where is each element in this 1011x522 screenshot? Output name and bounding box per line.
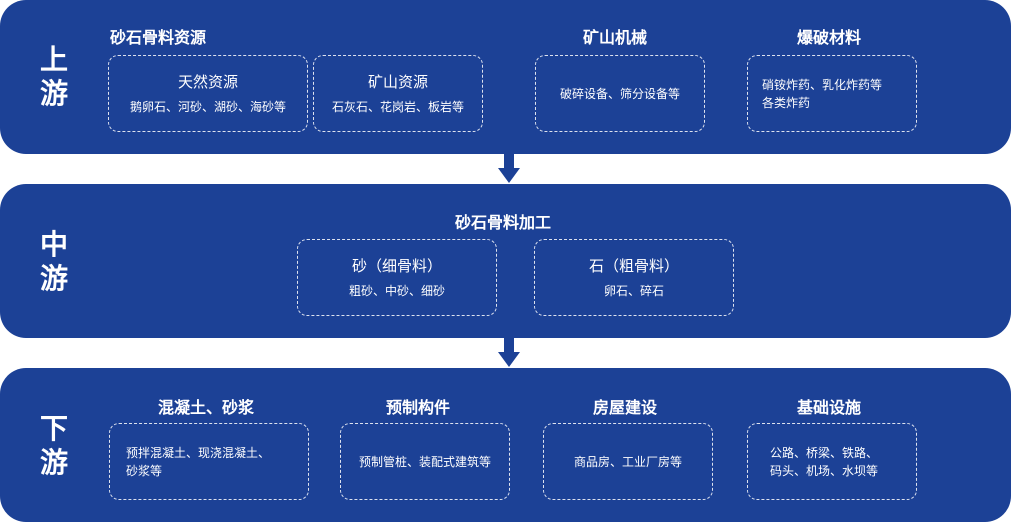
box-text: 预制管桩、装配式建筑等 xyxy=(358,454,491,469)
upstream-heading-aggregate-resources: 砂石骨料资源 xyxy=(110,28,207,47)
box-text: 卵石、碎石 xyxy=(603,283,664,298)
box-text: 硝铵炸药、乳化炸药等 xyxy=(762,77,883,92)
upstream-stage-label: 上 游 xyxy=(32,43,76,111)
upstream-box-mining-machinery: 破碎设备、筛分设备等 xyxy=(535,55,705,132)
upstream-heading-mining-machinery: 矿山机械 xyxy=(583,28,648,47)
box-text: 砂浆等 xyxy=(126,463,163,478)
midstream-heading-processing: 砂石骨料加工 xyxy=(455,213,552,232)
box-text: 鹅卵石、河砂、湖砂、海砂等 xyxy=(129,99,286,114)
box-title: 砂（细骨料） xyxy=(351,256,442,275)
box-text: 各类炸药 xyxy=(762,95,811,110)
downstream-box-concrete-mortar: 预拌混凝土、现浇混凝土、 砂浆等 xyxy=(109,423,309,500)
box-text: 粗砂、中砂、细砂 xyxy=(348,283,445,298)
downstream-box-building-construction: 商品房、工业厂房等 xyxy=(543,423,713,500)
upstream-heading-blasting-materials: 爆破材料 xyxy=(797,28,862,47)
stage-char: 上 xyxy=(39,43,68,76)
box-title: 石（粗骨料） xyxy=(588,256,679,275)
downstream-stage-label: 下 游 xyxy=(32,412,76,480)
midstream-stage-label: 中 游 xyxy=(32,228,76,296)
box-text: 预拌混凝土、现浇混凝土、 xyxy=(126,445,271,460)
box-text: 公路、桥梁、铁路、 xyxy=(770,445,879,460)
box-title: 矿山资源 xyxy=(367,72,428,91)
downstream-heading-concrete-mortar: 混凝土、砂浆 xyxy=(158,398,255,417)
stage-char: 游 xyxy=(39,446,68,479)
box-title: 天然资源 xyxy=(177,72,238,91)
upstream-box-blasting-materials: 硝铵炸药、乳化炸药等 各类炸药 xyxy=(747,55,917,132)
downstream-heading-building-construction: 房屋建设 xyxy=(593,398,658,417)
stage-char: 游 xyxy=(39,262,68,295)
downstream-band: 下 游 混凝土、砂浆 预制构件 房屋建设 基础设施 预拌混凝土、现浇混凝土、 砂… xyxy=(0,368,1011,522)
box-text: 破碎设备、筛分设备等 xyxy=(559,86,680,101)
upstream-box-natural-resources: 天然资源 鹅卵石、河砂、湖砂、海砂等 xyxy=(108,55,308,132)
midstream-band: 中 游 砂石骨料加工 砂（细骨料） 粗砂、中砂、细砂 石（粗骨料） 卵石、碎石 xyxy=(0,184,1011,338)
box-text: 石灰石、花岗岩、板岩等 xyxy=(331,99,464,114)
stage-char: 中 xyxy=(39,228,68,261)
down-arrow-icon xyxy=(498,338,520,367)
midstream-box-sand: 砂（细骨料） 粗砂、中砂、细砂 xyxy=(297,239,497,316)
down-arrow-icon xyxy=(498,154,520,183)
stage-char: 下 xyxy=(39,412,68,445)
downstream-heading-precast-components: 预制构件 xyxy=(386,398,451,417)
midstream-box-stone: 石（粗骨料） 卵石、碎石 xyxy=(534,239,734,316)
upstream-band: 上 游 砂石骨料资源 矿山机械 爆破材料 天然资源 鹅卵石、河砂、湖砂、海砂等 … xyxy=(0,0,1011,154)
downstream-box-infrastructure: 公路、桥梁、铁路、 码头、机场、水坝等 xyxy=(747,423,917,500)
downstream-box-precast-components: 预制管桩、装配式建筑等 xyxy=(340,423,510,500)
upstream-box-mine-resources: 矿山资源 石灰石、花岗岩、板岩等 xyxy=(313,55,483,132)
box-text: 商品房、工业厂房等 xyxy=(573,454,682,469)
stage-char: 游 xyxy=(39,77,68,110)
downstream-heading-infrastructure: 基础设施 xyxy=(797,398,862,417)
box-text: 码头、机场、水坝等 xyxy=(770,463,879,478)
